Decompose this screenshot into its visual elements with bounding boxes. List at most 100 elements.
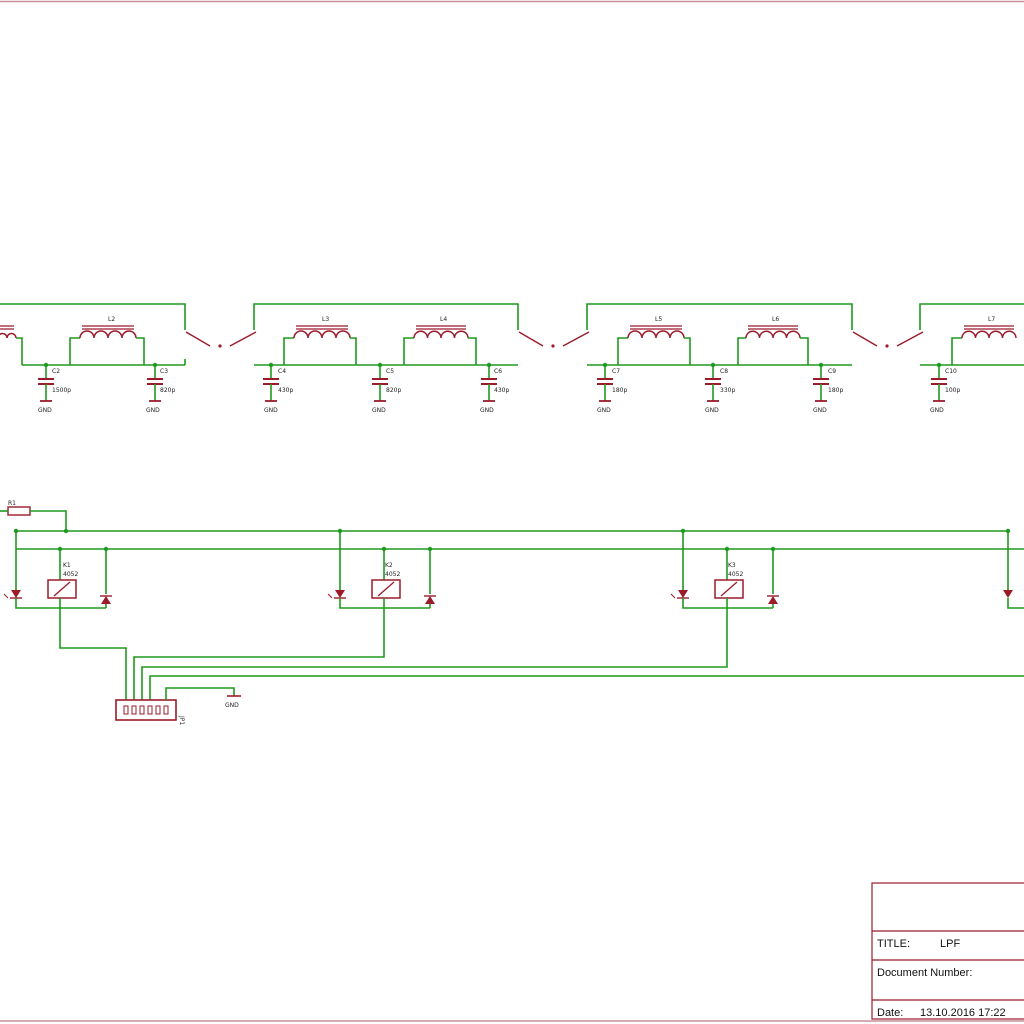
filter-labels: L2 C2 1500p C3 820p L3 L4 C4 430p C5 820…: [38, 316, 995, 414]
cap-ref: C8: [720, 368, 728, 375]
resistor-ref: R1: [8, 500, 16, 507]
junction-dot: [103, 546, 109, 552]
inductor-coil: [745, 330, 801, 339]
wire: [682, 598, 773, 609]
cap-value: 430p: [494, 387, 509, 394]
inductor-coil: [293, 330, 351, 339]
cap-value: 430p: [278, 387, 293, 394]
resistor: [7, 506, 31, 516]
wire: [468, 337, 477, 365]
junction-dot: [152, 362, 158, 368]
diode-body: [768, 596, 778, 604]
coil-label: L5: [655, 316, 662, 323]
junction-dot: [337, 528, 343, 534]
cap-ref: C6: [494, 368, 502, 375]
junction-dot: [381, 546, 387, 552]
cap-ref: C3: [160, 368, 168, 375]
coil-label: L3: [322, 316, 329, 323]
contact-arm: [185, 331, 211, 347]
coil-label: L6: [772, 316, 779, 323]
contact-arm: [896, 331, 924, 347]
wire: [133, 608, 385, 700]
cap-ref: C10: [945, 368, 957, 375]
wire: [0, 303, 186, 330]
header-pin: [131, 705, 137, 715]
inductor-coil: [627, 330, 685, 339]
cap-ref: C2: [52, 368, 60, 375]
cap-ref: C5: [386, 368, 394, 375]
capacitor: [372, 365, 388, 402]
capacitor: [597, 365, 613, 402]
wire: [684, 337, 691, 365]
capacitor: [813, 365, 829, 402]
connector-ref: JP1: [178, 715, 185, 725]
title-block: TITLE: LPF Document Number: Date: 13.10.…: [871, 882, 1024, 1020]
inductor: [293, 325, 351, 339]
inductor: [413, 325, 469, 339]
relay-contact: [852, 331, 924, 348]
inductor: [0, 325, 17, 339]
pin-header: [115, 699, 177, 721]
header-pin: [123, 705, 129, 715]
relay-coil-slash: [720, 581, 738, 597]
wire: [253, 303, 519, 330]
header-pin: [155, 705, 161, 715]
wire: [951, 337, 962, 365]
led-ray: [327, 593, 333, 599]
junction-dot: [710, 362, 716, 368]
cap-value: 330p: [720, 387, 735, 394]
wire: [1007, 598, 1024, 609]
header-pin: [139, 705, 145, 715]
relay-part: 4052: [385, 571, 400, 578]
capacitor: [481, 365, 497, 402]
gnd-label: GND: [264, 407, 278, 414]
gnd-label: GND: [225, 702, 239, 709]
wire: [800, 337, 809, 365]
cap-value: 820p: [160, 387, 175, 394]
contact-pin: [551, 344, 555, 348]
capacitor: [931, 365, 947, 402]
filter-row: [0, 303, 1024, 402]
date-label: Date:: [877, 1007, 903, 1019]
wire: [16, 337, 23, 365]
gnd-label: GND: [705, 407, 719, 414]
capacitor: [705, 365, 721, 402]
diode: [424, 595, 436, 604]
capacitor: [38, 365, 54, 402]
junction-dot: [43, 362, 49, 368]
inductor-coil: [961, 330, 1017, 339]
gnd-label: GND: [480, 407, 494, 414]
wire: [30, 510, 67, 531]
relay-ref: K1: [63, 562, 71, 569]
inductor: [745, 325, 801, 339]
gnd-label: GND: [146, 407, 160, 414]
coil-label: L7: [988, 316, 995, 323]
relay-contact: [518, 331, 590, 348]
gnd-label: GND: [38, 407, 52, 414]
relay-ref: K3: [728, 562, 736, 569]
wire: [403, 337, 414, 365]
cap-value: 180p: [828, 387, 843, 394]
relay-part: 4052: [728, 571, 743, 578]
wire: [165, 687, 235, 700]
inductor-coil: [0, 332, 17, 339]
led-body: [335, 590, 345, 598]
junction-dot: [770, 546, 776, 552]
contact-pin: [885, 344, 889, 348]
document-number-label: Document Number:: [877, 967, 972, 979]
wire: [350, 337, 357, 365]
diode-body: [101, 596, 111, 604]
led: [670, 590, 689, 599]
junction-dot: [13, 528, 19, 534]
coil-label: L2: [108, 316, 115, 323]
gnd-label: GND: [930, 407, 944, 414]
diode: [100, 595, 112, 604]
junction-dot: [680, 528, 686, 534]
relay-coil-slash: [377, 581, 395, 597]
gnd-label: GND: [372, 407, 386, 414]
inductor-coil: [413, 330, 469, 339]
diode: [767, 595, 779, 604]
diode-body: [425, 596, 435, 604]
cap-value: 1500p: [52, 387, 71, 394]
